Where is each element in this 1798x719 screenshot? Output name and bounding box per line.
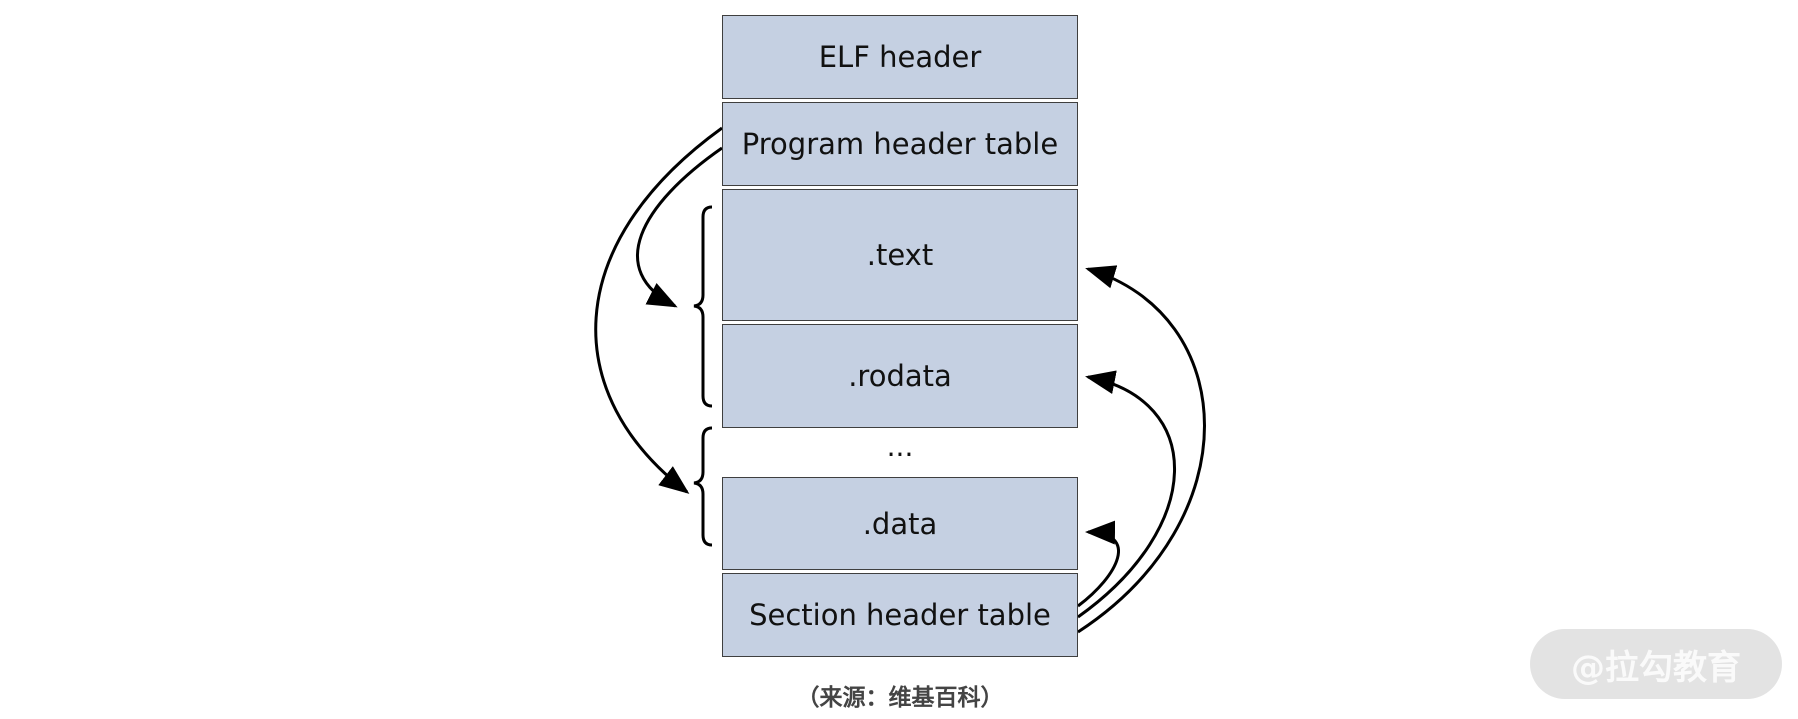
arrow-section-header-to-rodata bbox=[1077, 370, 1176, 619]
rodata-section-block: .rodata bbox=[722, 324, 1078, 428]
arrow-section-header-to-text bbox=[1077, 265, 1206, 634]
text-section-label: .text bbox=[866, 238, 934, 272]
section-header-table-block: Section header table bbox=[722, 573, 1078, 657]
watermark-logo: @拉勾教育 bbox=[1530, 629, 1782, 699]
elf-header-block: ELF header bbox=[722, 15, 1078, 99]
data-section-label: .data bbox=[862, 506, 938, 541]
arrow-section-header-to-data bbox=[1077, 520, 1120, 608]
section-header-table-label: Section header table bbox=[749, 598, 1051, 632]
arrow-program-header-to-text bbox=[635, 146, 723, 308]
elf-header-label: ELF header bbox=[818, 40, 982, 74]
program-header-table-block: Program header table bbox=[722, 102, 1078, 186]
sections-ellipsis: ... bbox=[886, 430, 914, 463]
arrow-program-header-to-data bbox=[594, 126, 723, 494]
brace-segment-2 bbox=[693, 426, 713, 547]
source-caption: （来源：维基百科） bbox=[796, 685, 1004, 711]
rodata-section-label: .rodata bbox=[848, 359, 952, 393]
program-header-table-label: Program header table bbox=[741, 127, 1059, 161]
text-section-block: .text bbox=[722, 189, 1078, 321]
data-section-block: .data bbox=[722, 477, 1078, 570]
brace-segment-1 bbox=[693, 205, 713, 408]
